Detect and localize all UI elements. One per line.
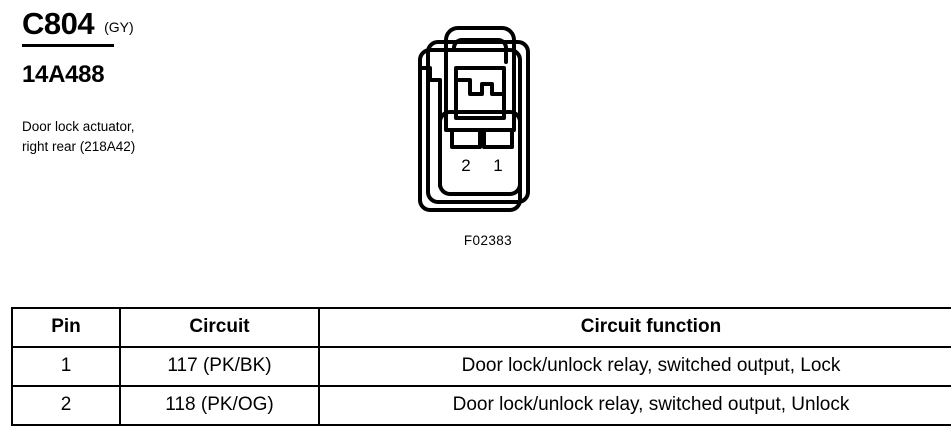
pin-table-body: 1 117 (PK/BK) Door lock/unlock relay, sw… [11, 346, 951, 426]
table-row: 1 117 (PK/BK) Door lock/unlock relay, sw… [11, 346, 951, 387]
cell-circuit-function: Door lock/unlock relay, switched output,… [318, 346, 951, 387]
connector-front-body [438, 110, 522, 196]
connector-latch-step-profile [454, 78, 506, 96]
connector-lock-tower-outer [444, 26, 516, 132]
connector-latch-notch [418, 58, 442, 188]
connector-latch-window [454, 66, 506, 120]
connector-header: C804 (GY) 14A488 Door lock actuator, rig… [22, 6, 352, 159]
connector-id-underline [22, 43, 114, 47]
cell-circuit-function: Door lock/unlock relay, switched output,… [318, 385, 951, 426]
pin-table-container: Pin Circuit Circuit function 1 117 (PK/B… [11, 307, 951, 426]
description-line-2: right rear (218A42) [22, 139, 136, 155]
connector-id: C804 [22, 6, 95, 41]
cell-circuit: 117 (PK/BK) [119, 346, 320, 387]
pin-label-left: 2 [461, 156, 470, 175]
description-line-1: Door lock actuator, [22, 118, 135, 134]
column-header-pin: Pin [11, 307, 121, 348]
part-number: 14A488 [22, 60, 105, 88]
column-header-circuit-function: Circuit function [318, 307, 951, 348]
pin-cavity-1 [482, 128, 514, 149]
cell-pin: 1 [11, 346, 121, 387]
connector-description: Door lock actuator, right rear (218A42) [22, 117, 352, 159]
column-header-circuit: Circuit [119, 307, 320, 348]
connector-illustration: 2 1 F02383 [398, 18, 578, 258]
pin-cavity-2 [450, 128, 482, 149]
connector-second-shell [426, 40, 530, 204]
cell-pin: 2 [11, 385, 121, 426]
cell-circuit: 118 (PK/OG) [119, 385, 320, 426]
pin-table-head: Pin Circuit Circuit function [11, 307, 951, 348]
connector-lock-tower-inner [452, 38, 508, 64]
connector-color-code: (GY) [104, 19, 134, 35]
connector-drawing-svg: 2 1 [418, 26, 530, 212]
pin-label-right: 1 [493, 156, 502, 175]
connector-id-row: C804 (GY) [22, 6, 352, 41]
table-row: 2 118 (PK/OG) Door lock/unlock relay, sw… [11, 385, 951, 426]
figure-code: F02383 [463, 233, 513, 248]
pin-table: Pin Circuit Circuit function 1 117 (PK/B… [11, 307, 951, 426]
table-header-row: Pin Circuit Circuit function [11, 307, 951, 348]
